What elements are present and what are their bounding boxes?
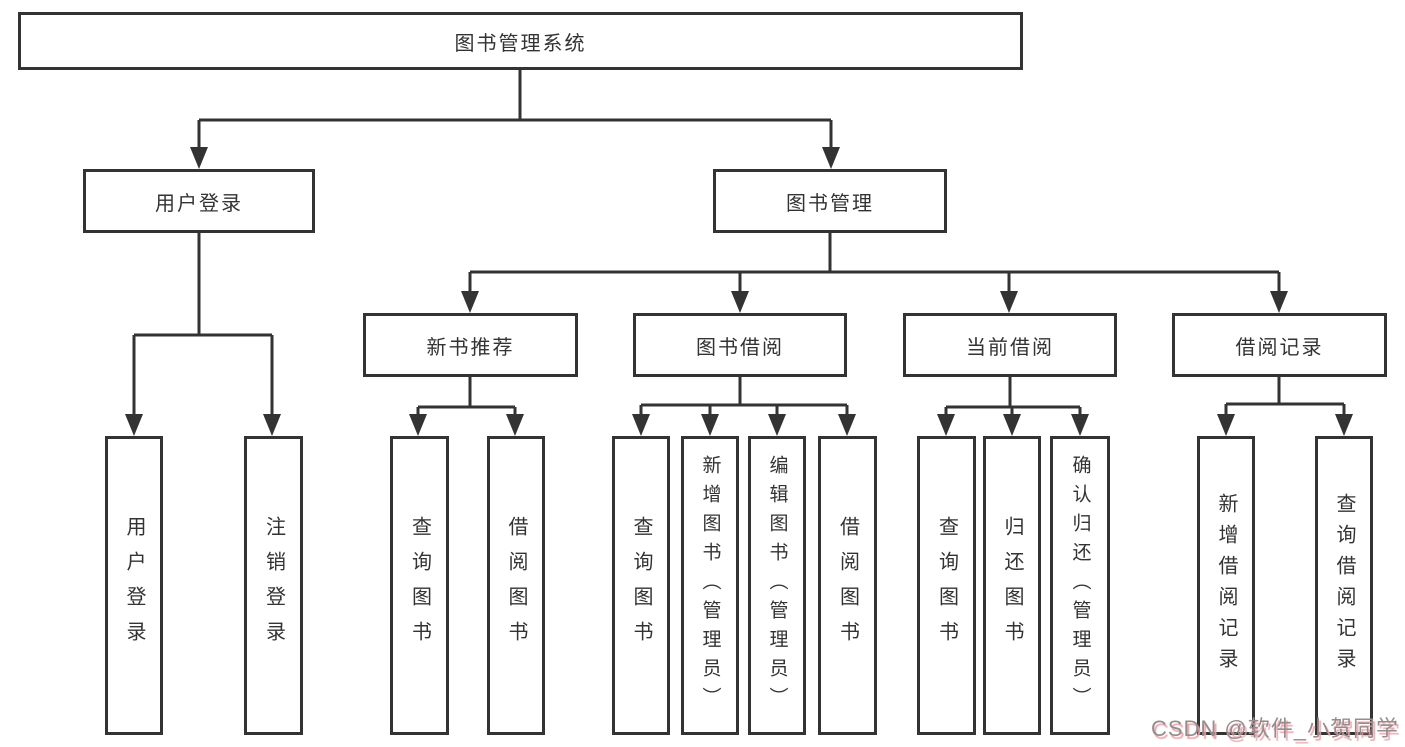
node-label: 编辑图书（管理员） [766,455,788,716]
csdn-watermark: CSDN @软件_小贺同学 [1150,716,1399,741]
node-user-login: 用户登录 [83,169,315,233]
node-current-borrow: 当前借阅 [903,313,1117,377]
node-label: 借阅图书 [505,515,527,656]
node-label: 查询图书 [630,515,652,656]
node-label: 查询图书 [408,515,431,656]
leaf-query-books-recommend: 查询图书 [390,436,449,735]
node-label: 用户登录 [155,192,243,215]
node-book-management: 图书管理 [713,169,947,233]
leaf-query-borrow-record: 查询借阅记录 [1315,436,1373,735]
leaf-user-login: 用户登录 [105,436,163,735]
node-label: 新增图书（管理员） [699,455,721,716]
node-label: 借阅图书 [836,515,859,656]
leaf-confirm-return-admin: 确认归还（管理员） [1050,436,1110,735]
node-label: 图书借阅 [696,336,784,359]
leaf-borrow-books: 借阅图书 [818,436,877,735]
leaf-logout: 注销登录 [244,436,303,735]
leaf-add-borrow-record: 新增借阅记录 [1197,436,1255,735]
node-label: 借阅记录 [1235,336,1324,359]
node-label: 新书推荐 [426,336,515,359]
leaf-query-books-current: 查询图书 [917,436,976,735]
node-label: 当前借阅 [966,336,1054,359]
node-new-book-recommend: 新书推荐 [363,313,578,377]
node-label: 注销登录 [262,515,285,656]
node-label: 查询图书 [935,515,958,656]
leaf-borrow-books-recommend: 借阅图书 [487,436,545,735]
leaf-return-books: 归还图书 [983,436,1041,735]
node-label: 图书管理系统 [454,32,587,55]
node-borrow-records: 借阅记录 [1172,313,1387,377]
node-label: 图书管理 [786,192,874,215]
node-library-management-system: 图书管理系统 [18,12,1023,70]
leaf-add-books-admin: 新增图书（管理员） [681,436,739,735]
leaf-query-books-borrow: 查询图书 [612,436,670,735]
node-label: 查询借阅记录 [1333,492,1355,679]
node-book-borrow: 图书借阅 [633,313,847,377]
leaf-edit-books-admin: 编辑图书（管理员） [748,436,806,735]
node-label: 归还图书 [1001,515,1023,656]
node-label: 确认归还（管理员） [1069,455,1091,716]
arrowhead-icons [125,147,1353,436]
node-label: 用户登录 [123,515,145,656]
node-label: 新增借阅记录 [1215,492,1237,679]
